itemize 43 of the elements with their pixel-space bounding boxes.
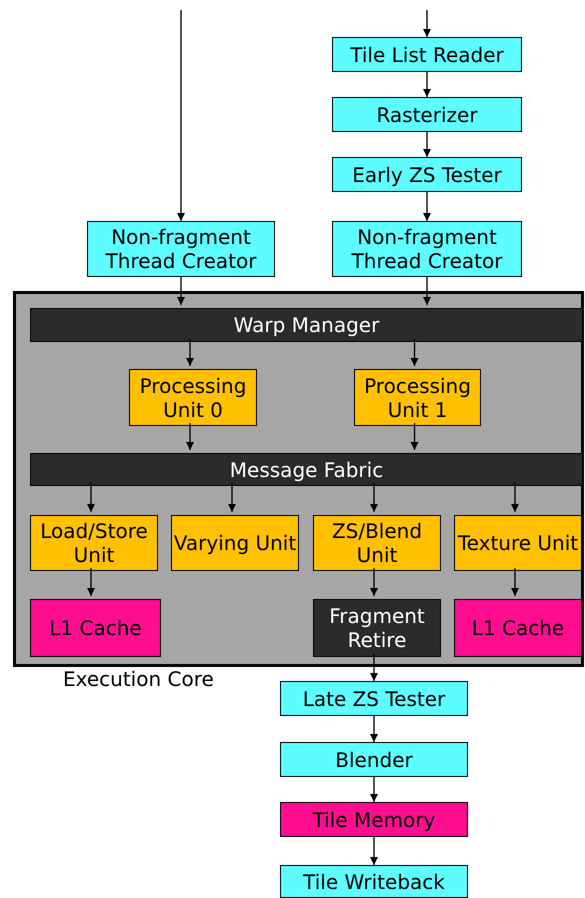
dark-bar: Warp Manager bbox=[30, 308, 583, 342]
arrow bbox=[423, 192, 431, 221]
arrow bbox=[370, 654, 378, 681]
memory-box: L1 Cache bbox=[454, 599, 582, 657]
arrow bbox=[87, 483, 95, 512]
process-box: Late ZS Tester bbox=[280, 681, 468, 716]
arrow bbox=[410, 423, 418, 450]
dark-bar: Fragment Retire bbox=[313, 599, 441, 657]
arrow bbox=[370, 837, 378, 865]
process-box: Tile Writeback bbox=[280, 865, 468, 898]
arrow bbox=[370, 777, 378, 802]
memory-box: Tile Memory bbox=[280, 802, 468, 837]
arrow bbox=[423, 132, 431, 157]
arrow bbox=[423, 10, 431, 37]
arrow bbox=[511, 568, 519, 596]
arrow bbox=[410, 339, 418, 366]
process-box: Non-fragment Thread Creator bbox=[87, 221, 275, 277]
arrow bbox=[370, 716, 378, 742]
unit-box: Varying Unit bbox=[171, 515, 299, 571]
arrow bbox=[511, 483, 519, 512]
process-box: Blender bbox=[280, 742, 468, 777]
arrow bbox=[177, 10, 185, 221]
process-box: Early ZS Tester bbox=[332, 157, 522, 192]
arrow bbox=[370, 568, 378, 596]
arrow bbox=[370, 483, 378, 512]
arrow bbox=[186, 423, 194, 450]
unit-box: Load/Store Unit bbox=[30, 515, 158, 571]
process-box: Rasterizer bbox=[332, 97, 522, 132]
unit-box: ZS/Blend Unit bbox=[313, 515, 441, 571]
unit-box: Processing Unit 1 bbox=[354, 369, 481, 426]
process-box: Tile List Reader bbox=[332, 37, 522, 72]
unit-box: Texture Unit bbox=[454, 515, 582, 571]
arrow bbox=[186, 339, 194, 366]
arrow bbox=[423, 72, 431, 97]
memory-box: L1 Cache bbox=[30, 599, 161, 657]
arrow bbox=[228, 483, 236, 512]
dark-bar: Message Fabric bbox=[30, 453, 583, 486]
unit-box: Processing Unit 0 bbox=[129, 369, 257, 426]
arrow bbox=[87, 568, 95, 596]
process-box: Non-fragment Thread Creator bbox=[332, 221, 522, 277]
arrow bbox=[423, 277, 431, 305]
group-label: Execution Core bbox=[63, 666, 214, 692]
arrow bbox=[177, 277, 185, 305]
